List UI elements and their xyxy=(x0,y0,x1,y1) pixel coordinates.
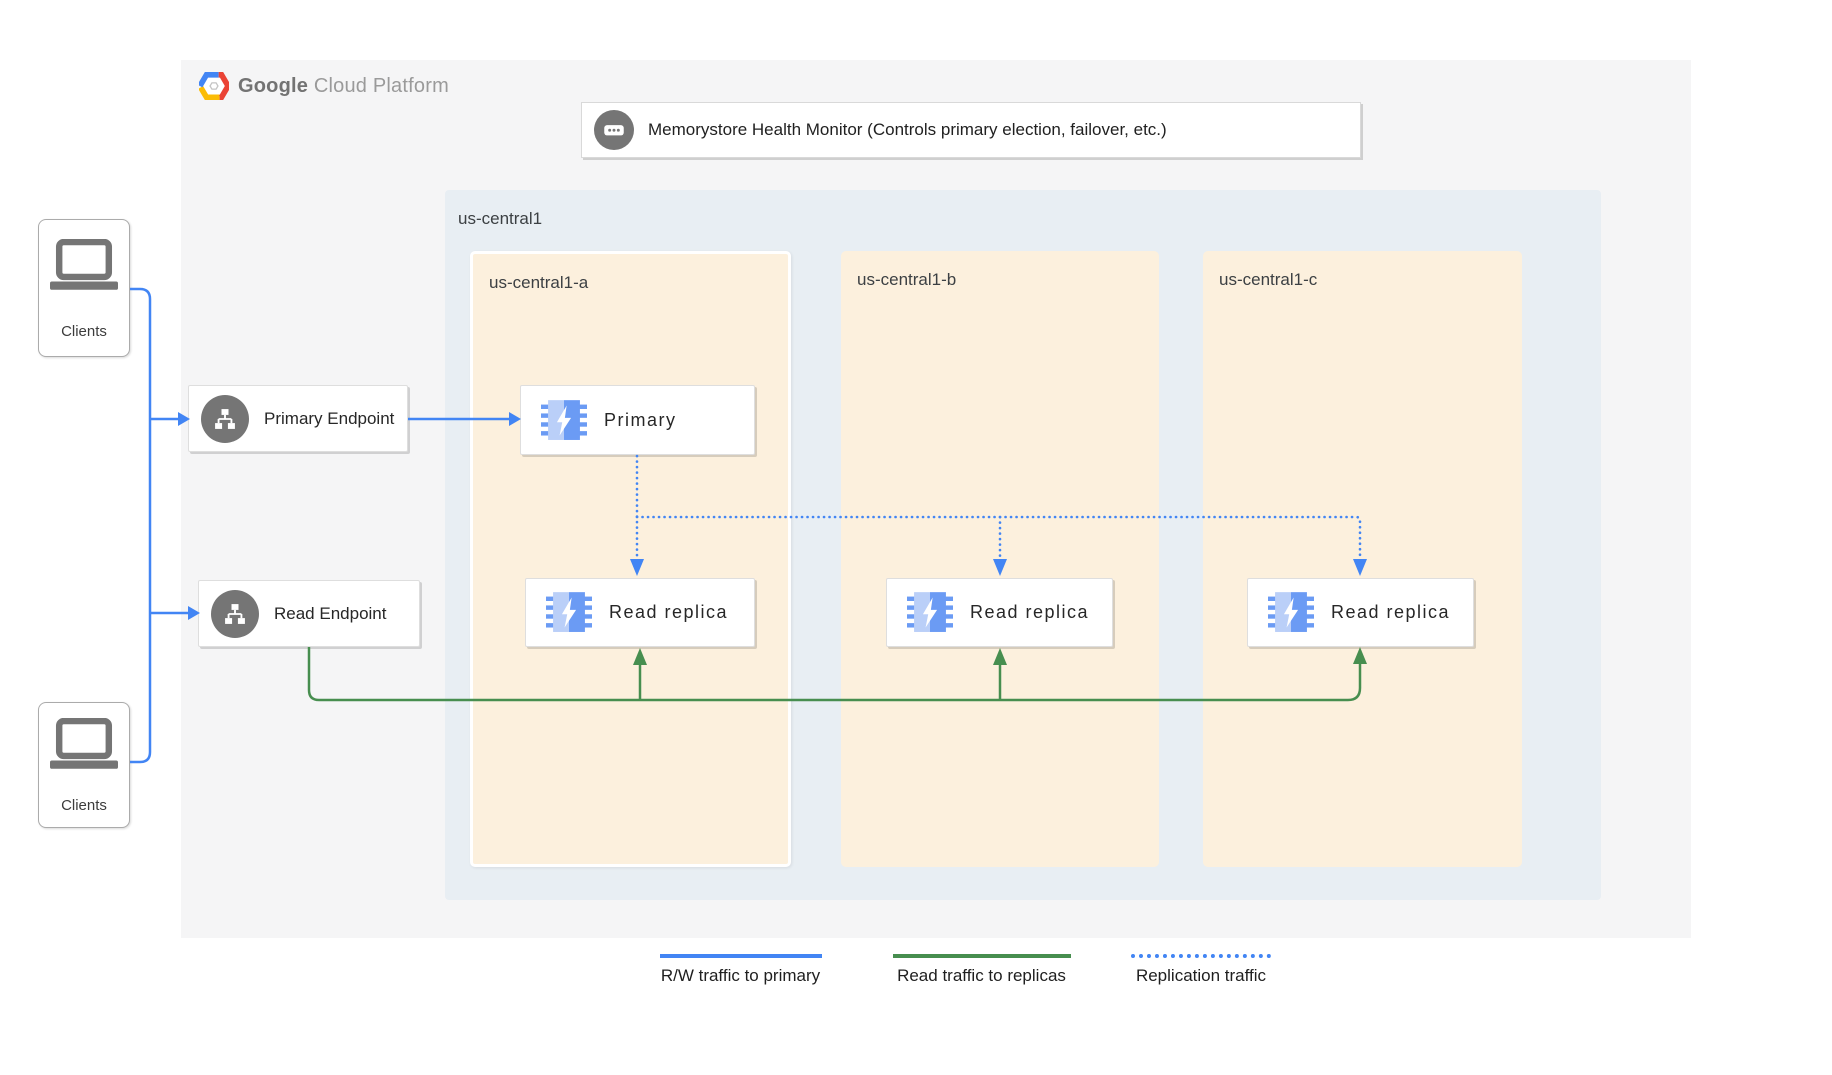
brand-suffix: Cloud Platform xyxy=(313,74,449,97)
zone-c-label: us-central1-c xyxy=(1219,270,1318,289)
primary-endpoint-label: Primary Endpoint xyxy=(264,408,395,428)
sitemap-icon xyxy=(201,394,249,443)
laptop-icon xyxy=(50,239,118,291)
legend-item-rw-traffic: R/W traffic to primary xyxy=(648,954,833,986)
zone-a-label: us-central1-a xyxy=(489,273,589,292)
gcp-hexagon-logo-icon xyxy=(199,72,229,100)
read-endpoint-box: Read Endpoint xyxy=(198,580,420,647)
legend-label: R/W traffic to primary xyxy=(660,966,821,985)
gcp-brand: Google Cloud Platform xyxy=(199,72,449,100)
memorystore-chip-icon xyxy=(546,591,592,634)
memorystore-ellipsis-icon xyxy=(594,110,634,150)
clients-label: Clients xyxy=(61,797,107,814)
legend-label: Read traffic to replicas xyxy=(897,966,1066,985)
legend-label: Replication traffic xyxy=(1135,966,1267,985)
zone-b-label: us-central1-b xyxy=(857,270,957,289)
laptop-icon xyxy=(50,718,118,770)
read-replica-box-a: Read replica xyxy=(525,578,755,647)
clients-box-bottom: Clients xyxy=(38,702,130,828)
health-monitor-label: Memorystore Health Monitor (Controls pri… xyxy=(648,120,1167,139)
sitemap-icon xyxy=(211,589,259,638)
read-replica-label: Read replica xyxy=(609,602,729,622)
legend-item-replication-traffic: Replication traffic xyxy=(1126,954,1276,986)
legend-line-solid-green xyxy=(892,954,1071,958)
zone-us-central1-c: us-central1-c xyxy=(1203,251,1522,867)
region-label: us-central1 xyxy=(458,209,543,228)
legend-item-read-traffic: Read traffic to replicas xyxy=(884,954,1079,986)
zone-us-central1-b: us-central1-b xyxy=(841,251,1159,867)
primary-instance-label: Primary xyxy=(604,409,677,430)
primary-endpoint-box: Primary Endpoint xyxy=(188,385,408,452)
clients-label: Clients xyxy=(61,323,107,340)
memorystore-chip-icon xyxy=(907,591,953,634)
read-replica-label: Read replica xyxy=(970,602,1090,622)
read-replica-box-b: Read replica xyxy=(886,578,1113,647)
memorystore-chip-icon xyxy=(541,399,587,442)
memorystore-chip-icon xyxy=(1268,591,1314,634)
brand-text: Google Cloud Platform xyxy=(238,75,449,98)
read-replica-box-c: Read replica xyxy=(1247,578,1474,647)
zone-us-central1-a: us-central1-a xyxy=(470,251,791,867)
read-replica-label: Read replica xyxy=(1331,602,1451,622)
health-monitor-box: Memorystore Health Monitor (Controls pri… xyxy=(581,102,1361,158)
clients-box-top: Clients xyxy=(38,219,130,357)
legend-line-solid-blue xyxy=(659,954,822,958)
brand-google: Google xyxy=(238,74,309,97)
primary-instance-box: Primary xyxy=(520,385,755,455)
read-endpoint-label: Read Endpoint xyxy=(274,603,387,623)
legend-line-dotted-blue xyxy=(1131,954,1271,958)
